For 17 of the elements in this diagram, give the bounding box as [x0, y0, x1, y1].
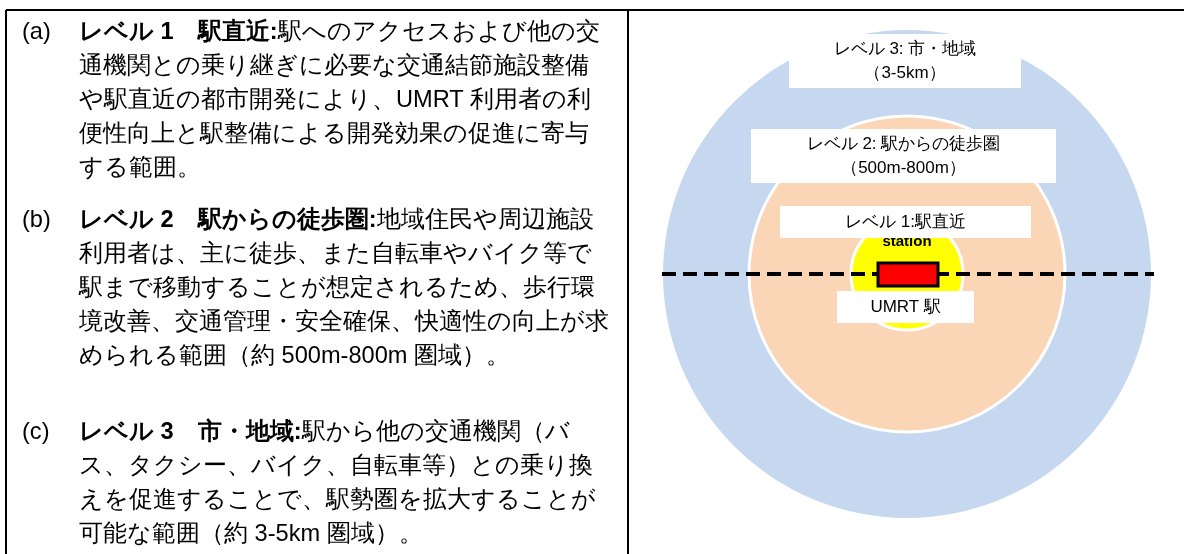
- zone-label: （500m-800m）: [841, 157, 966, 179]
- station-label: station: [881, 232, 933, 250]
- label-box: [789, 34, 1021, 88]
- zone-label: レベル 1:駅直近: [845, 211, 966, 233]
- description-text: レベル 1 駅直近:駅へのアクセスおよび他の交通機関との乗り継ぎに必要な交通結節施設整備や駅直近の都市開発により、UMRT 利用者の利便性向上と駅整備による開発効果の促進に寄与する範囲。: [79, 17, 601, 182]
- item-marker: (c): [22, 417, 51, 446]
- description-text: レベル 3 市・地域:駅から他の交通機関（バス、タクシー、バイク、自転車等）との乗り換えを促進することで、駅勢圏を拡大することが可能な範囲（約 3-5km 圏域）。: [79, 417, 597, 548]
- item-marker: (a): [22, 17, 52, 46]
- zone-label: レベル 3: 市・地域: [833, 38, 977, 60]
- description-text: レベル 2 駅からの徒歩圏:地域住民や周辺施設利用者は、主に徒歩、また自転車やバイク等で駅まで移動することが想定されるため、歩行環境改善、交通管理・安全確保、快適性の向上が求められる範囲（約 500m-800m 圏域）。: [79, 205, 610, 370]
- zone-label: （3-5km）: [864, 62, 946, 84]
- zone-label: レベル 2: 駅からの徒歩圏: [806, 133, 1001, 155]
- item-marker: (b): [22, 205, 52, 234]
- label-box: [837, 291, 974, 323]
- zone-label: UMRT 駅: [870, 296, 941, 318]
- label-box: [751, 129, 1056, 183]
- label-box: [780, 206, 1031, 238]
